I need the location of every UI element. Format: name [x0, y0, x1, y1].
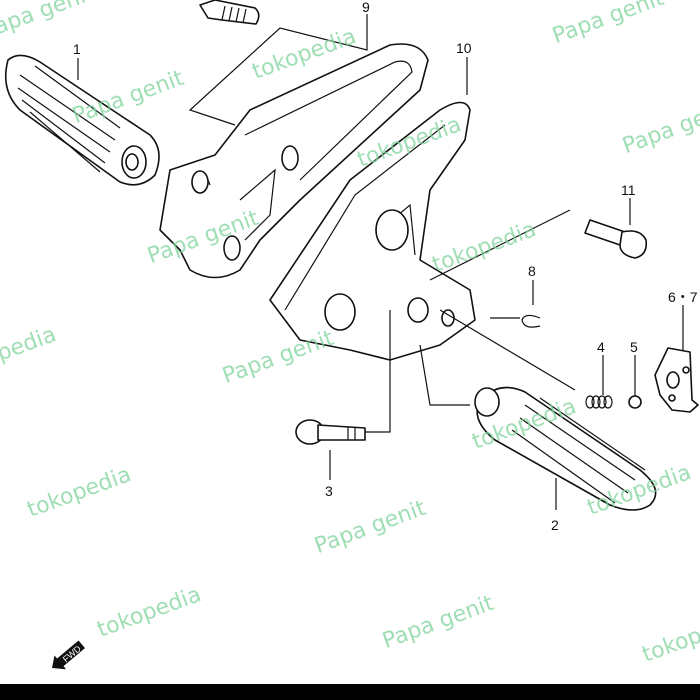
bolt-right [584, 219, 648, 259]
footpeg-right [474, 386, 657, 511]
bracket-right [269, 101, 476, 361]
label-4: 4 [597, 339, 605, 355]
plate [654, 347, 699, 413]
bracket-left [159, 43, 429, 279]
label-10: 10 [456, 40, 472, 56]
bolt-top [199, 0, 260, 25]
label-11: 11 [621, 182, 636, 198]
label-2: 2 [551, 517, 559, 533]
bottom-bar [0, 684, 700, 700]
footpeg-left [4, 54, 160, 186]
label-9: 9 [362, 0, 370, 15]
leader-lines [77, 14, 684, 510]
label-8: 8 [528, 263, 536, 279]
label-6-7: 6・7 [668, 289, 698, 305]
label-1: 1 [73, 41, 81, 57]
spring [585, 395, 613, 409]
label-5: 5 [630, 339, 638, 355]
pivot-pin [295, 419, 366, 445]
label-3: 3 [325, 483, 333, 499]
detent-ball [628, 395, 642, 409]
forward-arrow-icon: FWD [52, 640, 85, 670]
circlip [521, 314, 541, 328]
